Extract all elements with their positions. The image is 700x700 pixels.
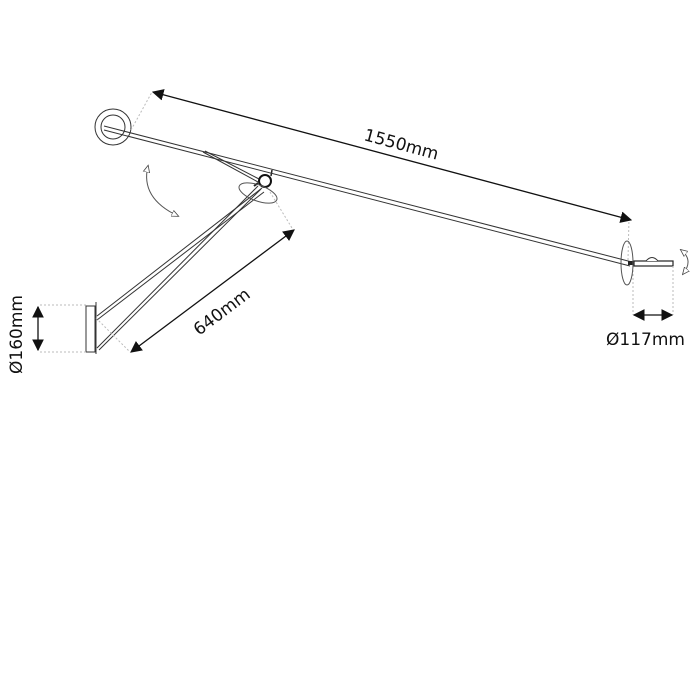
guide-lines xyxy=(40,91,674,353)
dimension-arm-length: 1550mm xyxy=(151,89,633,223)
wall-base xyxy=(85,302,97,354)
lower-arm-length-label: 640mm xyxy=(190,285,254,340)
rotate-arrow-icon xyxy=(147,166,688,286)
counterweight-ring xyxy=(94,108,132,146)
main-arm xyxy=(103,125,633,267)
base-diameter-label: Ø160mm xyxy=(7,295,27,374)
tension-strut xyxy=(202,150,260,183)
dimension-head-diameter: Ø117mm xyxy=(606,309,685,350)
dimension-lower-arm-length: 640mm xyxy=(130,229,295,353)
lower-arm xyxy=(96,185,265,351)
head-diameter-label: Ø117mm xyxy=(606,330,685,350)
dimension-base-diameter: Ø160mm xyxy=(7,295,44,374)
lamp-head xyxy=(628,257,674,267)
